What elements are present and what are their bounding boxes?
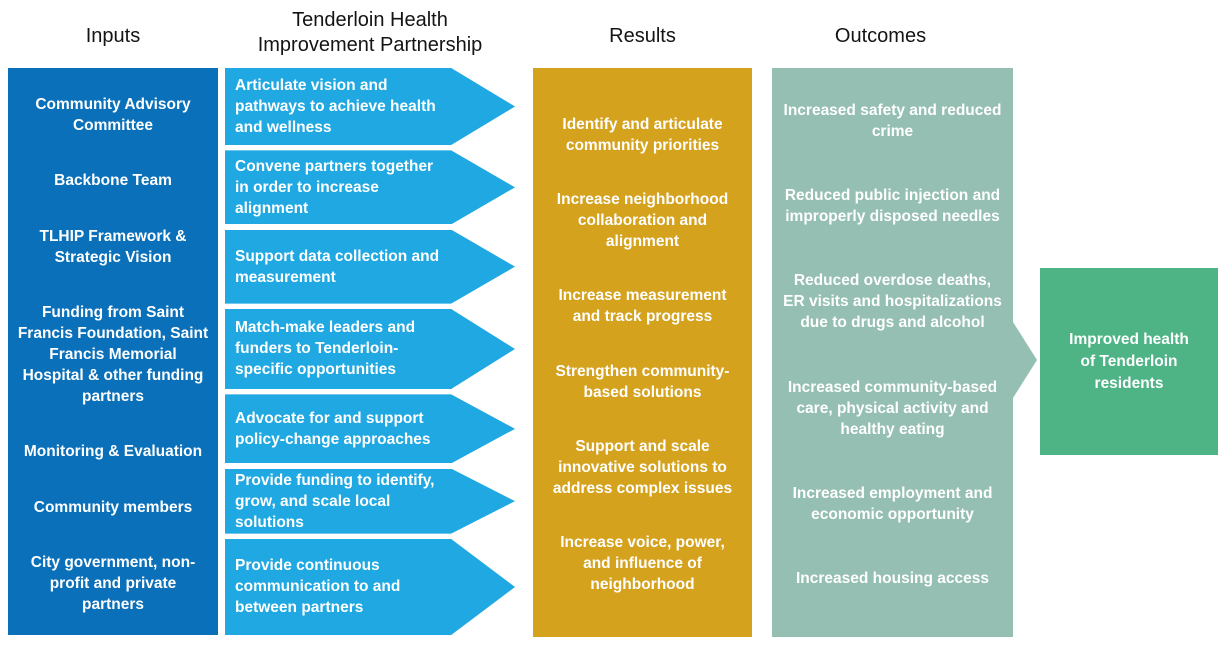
inputs-item: City government, non-profit and private …: [30, 553, 196, 613]
activity-arrow-label: Provide funding to identify, grow, and s…: [235, 471, 435, 531]
activity-arrow-label: Advocate for and support policy-change a…: [235, 409, 431, 448]
partnership-column-header: Tenderloin Health Improvement Partnershi…: [257, 9, 483, 56]
activity-arrow: Provide continuous communication to and …: [225, 538, 515, 635]
activity-arrow-label: Convene partners together in order to in…: [235, 157, 434, 217]
inputs-item: Community Advisory Committee: [35, 96, 191, 134]
activity-arrow: Provide funding to identify, grow, and s…: [225, 468, 515, 534]
outcomes-item: Increased housing access: [796, 569, 989, 587]
impact-box: Improved health of Tenderloin residents: [1040, 268, 1218, 455]
inputs-item: TLHIP Framework & Strategic Vision: [39, 227, 187, 266]
results-item: Support and scale innovative solutions t…: [552, 437, 733, 497]
inputs-box: Community Advisory Committee Backbone Te…: [8, 68, 218, 635]
activity-arrow-label: Match-make leaders and funders to Tender…: [235, 319, 416, 379]
activity-arrow-label: Articulate vision and pathways to achiev…: [235, 77, 436, 136]
results-box: Identify and articulate community priori…: [533, 68, 752, 637]
impact-label: Improved health of Tenderloin residents: [1069, 330, 1189, 392]
results-item: Increase neighborhood collaboration and …: [556, 191, 729, 251]
outcomes-item: Increased community-based care, physical…: [787, 378, 998, 438]
activity-arrow: Convene partners together in order to in…: [225, 150, 515, 225]
outcomes-item: Increased safety and reduced crime: [783, 102, 1002, 140]
activity-arrow: Advocate for and support policy-change a…: [225, 394, 515, 464]
outcomes-item: Reduced overdose deaths, ER visits and h…: [783, 272, 1002, 332]
results-item: Increase voice, power, and influence of …: [560, 533, 725, 593]
outcomes-item: Reduced public injection and improperly …: [784, 187, 1001, 226]
results-item: Identify and articulate community priori…: [562, 116, 723, 154]
results-item: Strengthen community-based solutions: [555, 362, 730, 401]
inputs-item: Funding from Saint Francis Foundation, S…: [17, 303, 209, 405]
results-column-header: Results: [609, 25, 676, 47]
activity-arrow-label: Provide continuous communication to and …: [235, 557, 401, 617]
inputs-item: Monitoring & Evaluation: [23, 443, 203, 461]
activity-arrow: Support data collection and measurement: [225, 229, 515, 304]
results-item: Increase measurement and track progress: [558, 287, 727, 326]
outcomes-box: Increased safety and reduced crime Reduc…: [772, 68, 1013, 637]
activity-arrow: Articulate vision and pathways to achiev…: [225, 68, 515, 145]
inputs-column-header: Inputs: [85, 25, 141, 47]
inputs-item: Community members: [33, 498, 193, 516]
activity-arrow-label: Support data collection and measurement: [235, 247, 440, 286]
outcomes-arrow-tip: [1013, 322, 1037, 398]
activity-arrow: Match-make leaders and funders to Tender…: [225, 308, 515, 389]
outcomes-column-header: Outcomes: [834, 25, 927, 47]
partnership-activities-column: Articulate vision and pathways to achiev…: [225, 68, 515, 635]
outcomes-item: Increased employment and economic opport…: [792, 484, 993, 523]
inputs-item: Backbone Team: [54, 172, 172, 190]
